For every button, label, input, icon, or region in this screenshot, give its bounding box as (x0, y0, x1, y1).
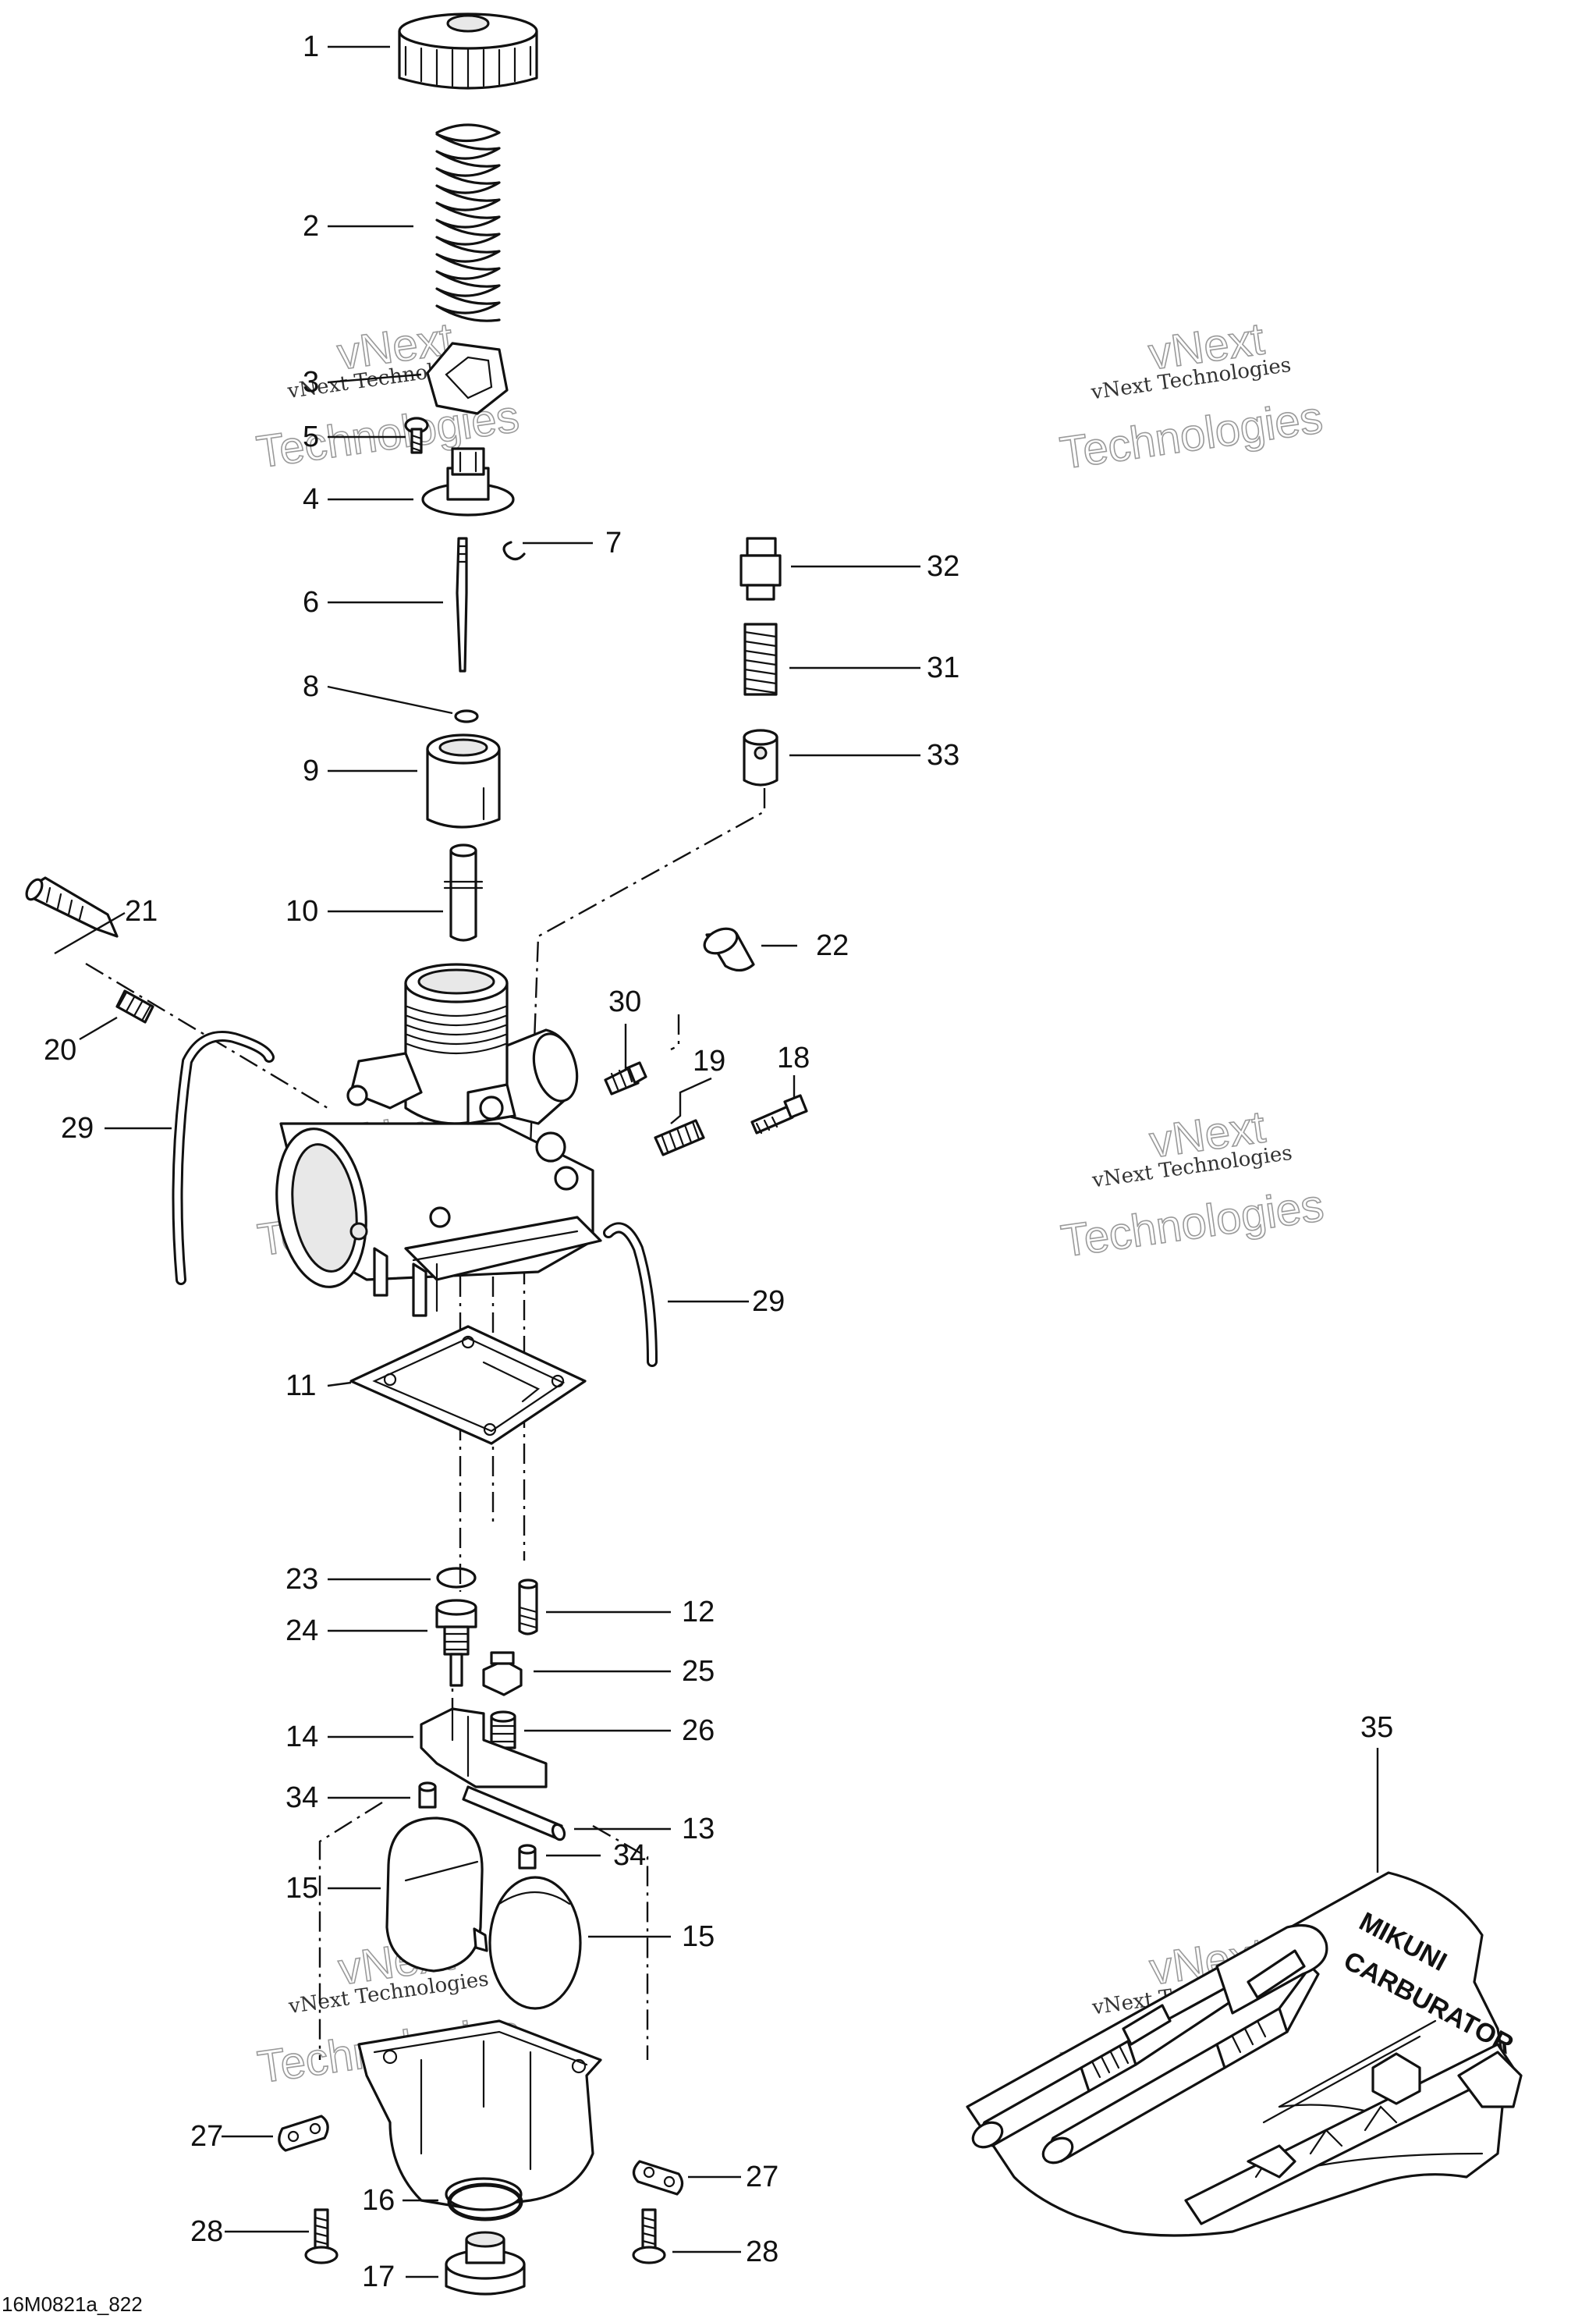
part-27-plate-right (632, 2160, 684, 2196)
part-29-vent-hose-right (603, 1222, 658, 1367)
callout-13: 13 (682, 1813, 715, 1845)
callout-26: 26 (682, 1714, 715, 1747)
callout-7: 7 (605, 527, 622, 559)
part-15-float-left (385, 1816, 488, 1973)
part-18-idle-screw (750, 1094, 808, 1135)
callout-2: 2 (303, 210, 319, 243)
callout-25: 25 (682, 1655, 715, 1688)
part-21-pilot-screw (25, 876, 119, 938)
callout-33: 33 (927, 739, 959, 772)
callout-34-right: 34 (613, 1839, 646, 1872)
callout-11: 11 (286, 1369, 316, 1402)
callout-29-left: 29 (61, 1112, 94, 1145)
callout-6: 6 (303, 586, 319, 619)
callout-23: 23 (286, 1563, 318, 1596)
callout-17: 17 (362, 2260, 395, 2293)
part-27-plate-left (278, 2115, 329, 2152)
part-34-needle-valve-left (418, 1781, 437, 1809)
callout-4: 4 (303, 483, 319, 516)
part-9-slide (426, 733, 501, 829)
leader-lines (54, 45, 1379, 2278)
callout-19: 19 (693, 1045, 725, 1078)
part-28-screw-right (632, 2208, 666, 2264)
part-25-main-jet (482, 1651, 523, 1696)
float-bowl (357, 2019, 602, 2211)
svg-text:Technologies: Technologies (1058, 1180, 1326, 1266)
part-16-o-ring (447, 2182, 523, 2221)
callout-34-left: 34 (286, 1781, 318, 1814)
part-8-washer (454, 709, 479, 723)
part-23-o-ring (436, 1567, 477, 1589)
callout-16: 16 (362, 2184, 395, 2217)
part-30-air-screw (604, 1061, 647, 1096)
callout-21: 21 (125, 895, 158, 928)
watermark-top-right: vNext vNext Technologies Technologies (1056, 313, 1326, 480)
callout-12: 12 (682, 1596, 715, 1628)
part-11-gasket (349, 1325, 587, 1445)
callout-15-right: 15 (682, 1920, 715, 1953)
callout-27-left: 27 (190, 2120, 223, 2153)
part-28-screw-left (304, 2208, 339, 2264)
callout-10: 10 (286, 895, 318, 928)
callout-9: 9 (303, 755, 319, 787)
part-2-spring (435, 123, 501, 322)
part-22-plug (703, 927, 755, 972)
part-13-float-pin (462, 1785, 566, 1841)
part-5-screw (404, 417, 429, 454)
part-14-float-arm (420, 1707, 548, 1788)
part-31-adjuster-spring (743, 623, 778, 696)
watermark-mid-right: vNext vNext Technologies Technologies (1058, 1101, 1328, 1268)
callout-32: 32 (927, 550, 959, 583)
part-34-needle-valve-right (518, 1844, 537, 1870)
part-26-starter-jet (490, 1710, 516, 1749)
callout-20: 20 (44, 1034, 76, 1067)
part-19-idle-spring (654, 1119, 705, 1156)
part-7-clip (502, 541, 526, 561)
callout-30: 30 (608, 985, 641, 1018)
part-35-tool-kit: MIKUNI CARBURATOR (966, 1871, 1523, 2237)
part-1-cap (398, 12, 538, 90)
part-12-pilot-jet (518, 1579, 538, 1635)
callout-labels: 1 2 3 5 4 7 6 8 9 10 32 31 33 21 22 20 3… (44, 30, 1393, 2293)
part-15-float-right (488, 1876, 582, 2010)
part-10-needle-jet (443, 843, 484, 942)
callout-8: 8 (303, 670, 319, 703)
part-24-main-jet-holder (435, 1599, 477, 1687)
part-29-vent-hose-left (172, 1031, 275, 1285)
callout-35: 35 (1360, 1711, 1393, 1744)
callout-3: 3 (303, 366, 319, 399)
callout-27-right: 27 (746, 2161, 778, 2193)
part-3-plate (426, 342, 509, 415)
callout-24: 24 (286, 1614, 318, 1647)
callout-28-left: 28 (190, 2215, 223, 2248)
callout-5: 5 (303, 421, 319, 453)
callout-18: 18 (777, 1042, 810, 1074)
callout-14: 14 (286, 1721, 318, 1753)
part-4-holder (421, 447, 515, 517)
part-20-pilot-spring (115, 989, 154, 1024)
callout-22: 22 (816, 929, 849, 962)
carburetor-body (275, 963, 602, 1317)
callout-29-right: 29 (752, 1285, 785, 1318)
part-32-adjuster-nut (739, 537, 782, 601)
svg-text:Technologies: Technologies (1057, 392, 1325, 478)
callout-28-right: 28 (746, 2236, 778, 2268)
callout-15-left: 15 (286, 1872, 318, 1905)
figure-code: 16M0821a_822 (2, 2292, 143, 2316)
part-6-needle (456, 537, 468, 673)
part-17-drain-plug (445, 2231, 526, 2296)
callout-1: 1 (303, 30, 319, 63)
callout-31: 31 (927, 652, 959, 684)
part-33-adjuster-sleeve (743, 729, 778, 787)
